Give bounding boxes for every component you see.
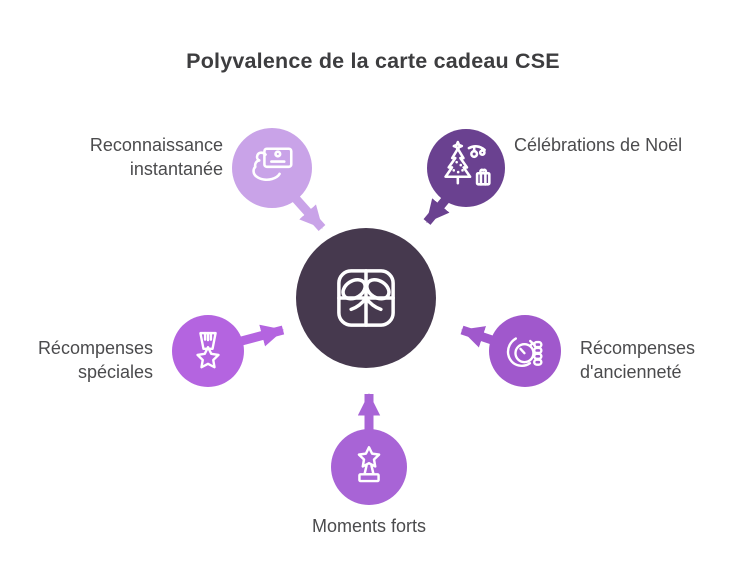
star-trophy-icon (357, 446, 381, 483)
gift-icon (337, 269, 395, 327)
medal-star-icon (196, 331, 220, 369)
diagram-title: Polyvalence de la carte cadeau CSE (186, 49, 560, 73)
node-circle-christmas (427, 129, 505, 207)
node-label-seniority: Récompenses d'ancienneté (580, 338, 696, 382)
node-label-moments: Moments forts (311, 516, 427, 536)
christmas-tree-icon (444, 140, 491, 186)
hand-stopwatch-icon (506, 337, 543, 367)
node-label-special: Récompenses spéciales (37, 338, 153, 382)
node-circle-special (172, 315, 244, 387)
node-circle-moments (331, 429, 407, 505)
hand-holding-card-icon (252, 147, 293, 182)
node-circle-recognition (232, 128, 312, 208)
hub-circle (296, 228, 436, 368)
node-label-christmas: Célébrations de Noël (514, 135, 683, 155)
node-circle-seniority (489, 315, 561, 387)
node-label-recognition: Reconnaissance instantanée (89, 135, 223, 179)
